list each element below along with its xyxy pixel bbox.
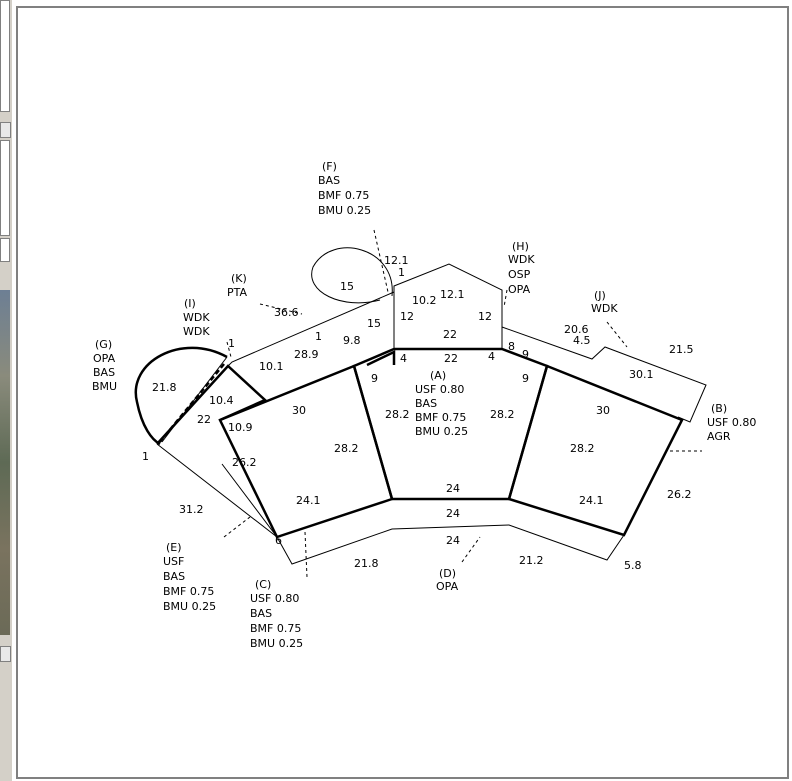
dimension-label: 26.2 — [232, 456, 257, 469]
leader-c — [304, 531, 308, 578]
area-label-b: (B) USF 0.80 AGR — [707, 402, 760, 443]
dimension-label: 1 — [315, 330, 322, 343]
dimension-label: 36.6 — [274, 306, 299, 319]
dimension-label: 10.4 — [209, 394, 234, 407]
leader-h — [503, 289, 508, 308]
leader-d — [461, 536, 481, 563]
dimension-label: 6 — [275, 534, 282, 547]
dimension-label: 4.5 — [573, 334, 591, 347]
dimension-label: 30.1 — [629, 368, 654, 381]
leader-k — [259, 303, 303, 315]
dimension-label: 24 — [446, 482, 460, 495]
dimension-label: 10.2 — [412, 294, 437, 307]
area-a-stairs — [366, 350, 396, 367]
dimension-label: 22 — [444, 352, 458, 365]
left-panel-scroll-button-1[interactable] — [0, 122, 11, 138]
dimension-labels: 12.1 1 15 36.6 10.2 12.1 12 12 15 1 28.9… — [142, 254, 694, 572]
dimension-label: 31.2 — [179, 503, 204, 516]
dimension-label: 15 — [367, 317, 381, 330]
dimension-label: 26.2 — [667, 488, 692, 501]
leader-lines — [223, 229, 702, 578]
leader-i — [226, 341, 232, 358]
dimension-label: 9 — [371, 372, 378, 385]
dimension-label: 30 — [596, 404, 610, 417]
dimension-label: 12 — [478, 310, 492, 323]
dimension-label: 30 — [292, 404, 306, 417]
sketch-frame: (F) BAS BMF 0.75 BMU 0.25 (H) WDK OSP OP… — [16, 6, 789, 779]
dimension-label: 4 — [400, 352, 407, 365]
dimension-label: 10.1 — [259, 360, 284, 373]
dimension-label: 12 — [400, 310, 414, 323]
dimension-label: 28.9 — [294, 348, 319, 361]
area-e-outline — [156, 443, 278, 538]
area-d-outline — [276, 524, 625, 565]
area-label-k: (K) PTA — [227, 272, 250, 299]
area-f-arc — [311, 247, 393, 304]
dimension-label: 15 — [340, 280, 354, 293]
area-label-c: (C) USF 0.80 BAS BMF 0.75 BMU 0.25 — [250, 578, 305, 650]
dimension-label: 8 — [508, 340, 515, 353]
dimension-label: 5.8 — [624, 559, 642, 572]
area-g-outline — [134, 346, 228, 446]
leader-e — [223, 516, 251, 538]
area-c-outline — [218, 364, 394, 539]
dimension-label: 12.1 — [384, 254, 409, 267]
dimension-label: 28.2 — [490, 408, 515, 421]
dimension-label: 24.1 — [296, 494, 321, 507]
area-label-j: (J) WDK — [591, 289, 618, 315]
left-panel-box-2 — [0, 140, 10, 236]
area-label-e: (E) USF BAS BMF 0.75 BMU 0.25 — [163, 541, 218, 613]
dimension-label: 21.2 — [519, 554, 544, 567]
dimension-label: 22 — [443, 328, 457, 341]
dimension-label: 9.8 — [343, 334, 361, 347]
area-label-g: (G) OPA BAS BMU — [92, 338, 119, 393]
leader-j — [606, 321, 628, 348]
area-g-double-line — [158, 363, 225, 444]
dimension-label: 12.1 — [440, 288, 465, 301]
dimension-label: 1 — [142, 450, 149, 463]
area-j-outline — [501, 326, 707, 423]
dimension-label: 21.8 — [152, 381, 177, 394]
dimension-label: 20.6 — [564, 323, 589, 336]
area-i-outline — [156, 364, 268, 445]
dimension-label: 28.2 — [334, 442, 359, 455]
dimension-label: 9 — [522, 372, 529, 385]
dimension-label: 28.2 — [385, 408, 410, 421]
dimension-label: 21.5 — [669, 343, 694, 356]
area-label-f: (F) BAS BMF 0.75 BMU 0.25 — [318, 160, 373, 217]
property-photo-thumbnail[interactable] — [0, 290, 10, 635]
area-label-a: (A) USF 0.80 BAS BMF 0.75 BMU 0.25 — [415, 369, 470, 438]
left-panel: o — [0, 0, 12, 781]
dimension-label: 1 — [228, 337, 235, 350]
building-sketch: (F) BAS BMF 0.75 BMU 0.25 (H) WDK OSP OP… — [92, 160, 760, 650]
area-label-h: (H) WDK OSP OPA — [508, 240, 538, 296]
dimension-label: 1 — [398, 266, 405, 279]
area-a-outline — [352, 347, 549, 501]
left-panel-scroll-button-2[interactable] — [0, 646, 11, 662]
thick-outlines — [134, 346, 684, 539]
dimension-label: 24.1 — [579, 494, 604, 507]
dimension-label: 10.9 — [228, 421, 253, 434]
leader-f — [373, 229, 389, 293]
dimension-label: 24 — [446, 507, 460, 520]
left-panel-box-3 — [0, 238, 10, 262]
area-label-d: (D) OPA — [436, 567, 460, 593]
dimension-label: 9 — [522, 348, 529, 361]
left-panel-box-1 — [0, 0, 10, 112]
area-label-i: (I) WDK WDK — [183, 297, 213, 338]
dimension-label: 24 — [446, 534, 460, 547]
dimension-label: 21.8 — [354, 557, 379, 570]
dimension-label: 22 — [197, 413, 211, 426]
dimension-label: 28.2 — [570, 442, 595, 455]
area-b-outline — [507, 364, 684, 537]
area-h-outline — [393, 263, 503, 350]
dimension-label: 4 — [488, 350, 495, 363]
